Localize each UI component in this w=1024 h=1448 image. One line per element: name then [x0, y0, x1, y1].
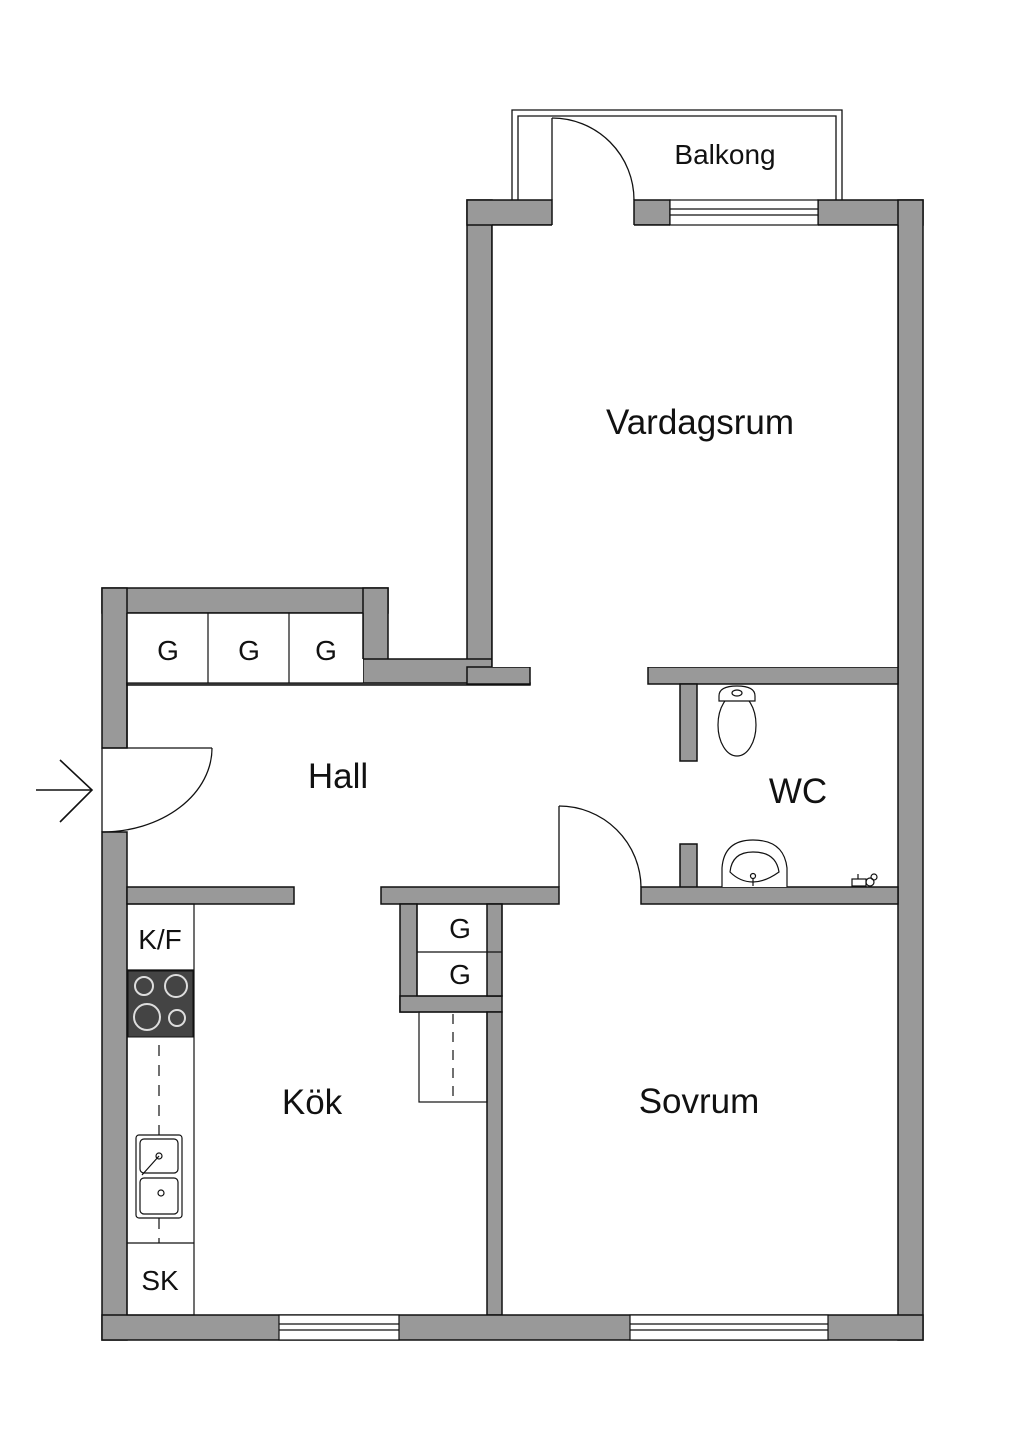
wall-kitchen-bedroom — [486, 1011, 503, 1316]
balcony-door — [551, 117, 635, 201]
wall-bedroom-top-right — [640, 886, 899, 905]
wardrobe-label: G — [238, 635, 260, 666]
wall-kitchen-bedroom-top — [486, 903, 503, 997]
room-label-balcony: Balkong — [674, 139, 775, 170]
room-label-hall: Hall — [308, 757, 368, 796]
wardrobe-label: G — [157, 635, 179, 666]
entrance-arrow-icon — [36, 759, 94, 823]
hall-wardrobes — [127, 613, 363, 684]
window-kitchen — [278, 1314, 400, 1341]
wall-closet-bottom — [399, 995, 503, 1013]
room-label-kitchen: Kök — [282, 1083, 343, 1122]
room-label-living: Vardagsrum — [606, 403, 794, 442]
stove-icon — [127, 970, 194, 1038]
wall-left-lower — [101, 831, 128, 1341]
wall-top-left — [466, 199, 553, 226]
wall-left-upper — [101, 587, 128, 749]
sink-icon — [721, 839, 788, 887]
walls — [101, 199, 924, 1341]
wardrobe-label: G — [449, 913, 471, 944]
closet-block — [416, 903, 503, 1103]
kitchen-sink-icon — [135, 1134, 183, 1219]
room-label-bedroom: Sovrum — [639, 1082, 760, 1121]
wall-hall-top — [101, 587, 389, 614]
wall-bedroom-top-left — [380, 886, 560, 905]
window-living — [669, 199, 819, 226]
kitchen-counter — [126, 903, 195, 1316]
toilet-icon — [717, 685, 757, 757]
wardrobe-label: G — [315, 635, 337, 666]
wall-wc-left-lower — [679, 843, 698, 891]
entrance-door — [101, 747, 213, 833]
balcony — [511, 109, 843, 200]
windows — [278, 199, 829, 1341]
wall-hall-living-stub — [466, 666, 531, 685]
wall-kitchen-top — [126, 886, 295, 905]
faucet-icon — [851, 873, 878, 887]
wall-right — [897, 199, 924, 1341]
doors — [101, 117, 642, 888]
window-bedroom — [629, 1314, 829, 1341]
bedroom-door — [558, 805, 642, 888]
wall-wc-left-upper — [679, 683, 698, 762]
wall-living-left — [466, 199, 493, 669]
room-label-wc: WC — [769, 772, 827, 811]
wall-living-wc — [647, 666, 899, 685]
fridge-freezer-label: K/F — [138, 924, 182, 955]
wall-top-middle — [633, 199, 671, 226]
wardrobe-label: G — [449, 959, 471, 990]
pantry-label: SK — [141, 1265, 179, 1296]
